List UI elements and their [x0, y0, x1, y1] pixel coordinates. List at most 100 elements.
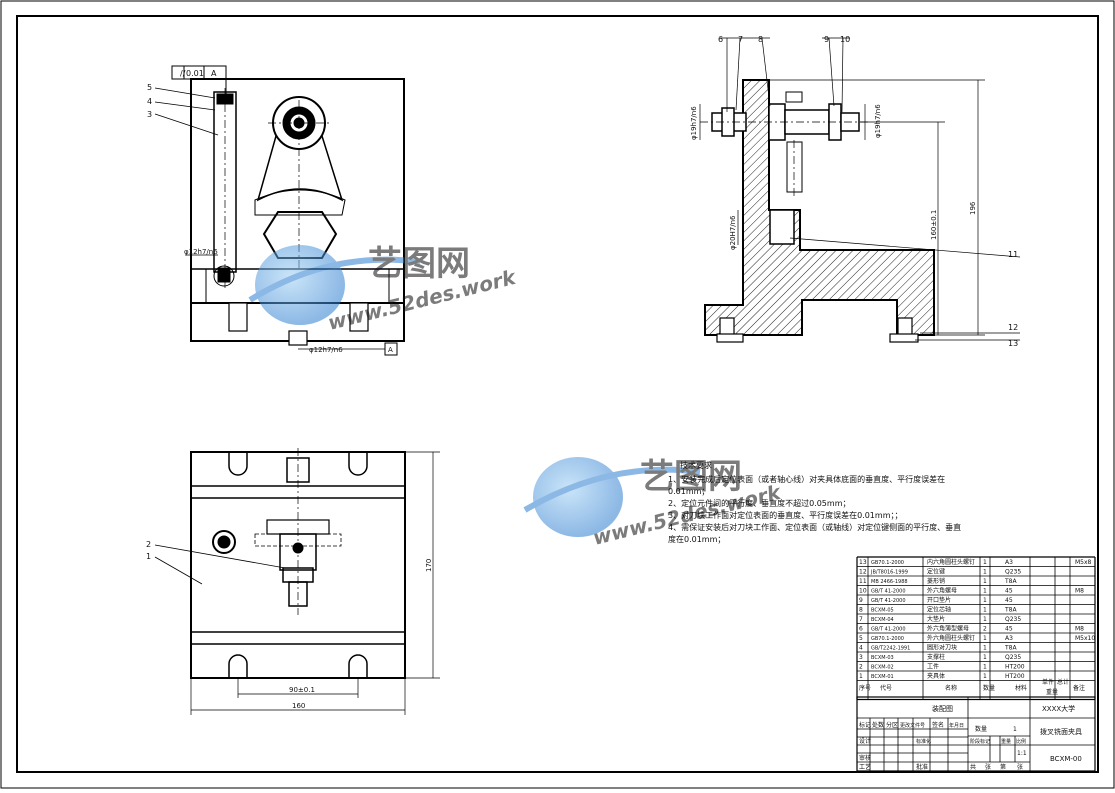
bom-cell-no: 8: [859, 607, 863, 614]
tb-process: 工艺: [859, 763, 871, 771]
title-block: [856, 696, 1096, 772]
tb-sheet: 张: [985, 763, 991, 771]
balloon-2: 2: [146, 540, 151, 549]
tech-item-3: 3、对刀块工作面对定位表面的垂直度、平行度误差在0.01mm；；: [668, 510, 903, 520]
balloon-5: 5: [147, 83, 152, 92]
tolerance-datum: A: [211, 69, 217, 78]
bom-cell-code: BCXM-03: [871, 655, 894, 661]
bom-cell-qty: 1: [983, 588, 987, 595]
bom-header-code: 代号: [880, 684, 892, 692]
bom-cell-note: M8: [1075, 588, 1084, 595]
bom-cell-material: T8A: [1004, 578, 1017, 585]
tb-total: 共: [970, 763, 976, 771]
dim-side-mid: φ20H7/n6: [729, 215, 737, 250]
bom-cell-code: BCXM-05: [871, 608, 894, 614]
bom-cell-name: 外六角薄型螺母: [927, 625, 969, 633]
bom-cell-material: Q235: [1005, 569, 1021, 576]
bom-cell-code: BCXM-01: [871, 674, 894, 680]
bom-cell-code: GB70.1-2000: [871, 636, 904, 642]
bom-cell-name: 外六角螺母: [927, 587, 957, 595]
balloon-12: 12: [1008, 323, 1018, 332]
bom-cell-material: T8A: [1004, 645, 1017, 652]
bom-cell-material: A3: [1005, 559, 1013, 566]
side-view-section: [699, 37, 1021, 343]
bom-cell-note: M8: [1075, 626, 1084, 633]
bom-header-total: 总计: [1057, 678, 1069, 686]
bom-cell-no: 7: [859, 616, 863, 623]
bom-cell-material: 45: [1005, 597, 1013, 604]
bom-header-qty: 数量: [983, 684, 995, 692]
tb-design: 设计: [859, 737, 871, 745]
bom-cell-qty: 1: [983, 607, 987, 614]
tb-change-doc: 更改文件号: [900, 722, 925, 729]
bom-cell-qty: 2: [983, 626, 987, 633]
tb-scale-label: 比例: [1016, 738, 1026, 745]
bom-cell-no: 12: [859, 569, 867, 576]
drawing-title: 拨叉铣面夹具: [1040, 727, 1082, 736]
balloon-3: 3: [147, 110, 152, 119]
bom-cell-material: T8A: [1004, 607, 1017, 614]
balloon-8: 8: [758, 35, 763, 44]
bom-cell-code: BCXM-04: [871, 617, 894, 623]
tech-item-4b: 度在0.01mm；: [668, 534, 725, 544]
dim-side-height-total: 196: [969, 201, 977, 215]
bom-cell-name: 开口垫片: [927, 596, 951, 604]
bom-cell-code: GB/T2242-1991: [871, 646, 910, 652]
dim-side-left-pin: φ19h7/n6: [690, 106, 698, 140]
tb-weight: 重量: [1001, 738, 1011, 745]
bom-cell-qty: 1: [983, 597, 987, 604]
balloon-6: 6: [718, 35, 723, 44]
school-name: XXXX大学: [1042, 704, 1075, 713]
tech-item-4: 4、需保证安装后对刀块工作面、定位表面（或轴线）对定位键侧面的平行度、垂直: [668, 522, 961, 532]
bom-cell-no: 3: [859, 654, 863, 661]
tb-date: 年月日: [949, 722, 964, 729]
bom-cell-qty: 1: [983, 569, 987, 576]
balloon-13: 13: [1008, 339, 1018, 348]
top-view: [154, 448, 440, 715]
bom-table: [856, 556, 1096, 701]
tech-title: 技术要求: [680, 460, 712, 470]
bom-cell-material: Q235: [1005, 654, 1021, 661]
dim-top-width: 160: [292, 702, 305, 710]
bom-header-no: 序号: [859, 684, 871, 692]
tb-signature: 签名: [932, 721, 944, 729]
tech-item-2: 2、定位元件间的平行度、垂直度不超过0.05mm；: [668, 498, 851, 508]
tb-count: 处数: [872, 721, 884, 729]
bom-cell-no: 4: [859, 645, 863, 652]
inner-border: [16, 15, 1099, 773]
watermark-1: 艺图网 www.52des.work: [248, 244, 519, 335]
bom-cell-material: A3: [1005, 635, 1013, 642]
bom-cell-name: 菱形销: [927, 577, 945, 585]
tb-qty-value: 1: [1013, 726, 1017, 733]
dim-side-right-pin: φ19h7/n6: [874, 104, 882, 138]
tech-item-1: 1、安装完成后定位表面（或者轴心线）对夹具体底面的垂直度、平行度误差在: [668, 474, 945, 484]
bom-cell-qty: 1: [983, 664, 987, 671]
bom-header-weight: 重量: [1046, 688, 1058, 696]
tb-approve: 批准: [916, 763, 928, 771]
watermark-brand: 艺图网: [368, 244, 470, 284]
datum-label: A: [388, 346, 393, 354]
tech-item-1b: 0.01mm；: [668, 487, 709, 496]
balloon-1: 1: [146, 552, 151, 561]
bom-cell-qty: 1: [983, 616, 987, 623]
bom-cell-material: 45: [1005, 626, 1013, 633]
tolerance-value: 0.01: [186, 69, 204, 78]
bom-cell-code: MB 2466-1988: [871, 579, 908, 585]
bom-cell-no: 9: [859, 597, 863, 604]
bom-cell-name: 外六角圆柱头螺钉: [927, 634, 975, 642]
tb-page: 第: [1000, 763, 1006, 771]
dim-side-height-small: 160±0.1: [930, 210, 938, 240]
bom-cell-material: Q235: [1005, 616, 1021, 623]
tech-requirements: 技术要求 1、安装完成后定位表面（或者轴心线）对夹具体底面的垂直度、平行度误差在…: [668, 460, 961, 544]
balloon-4: 4: [147, 97, 152, 106]
bom-cell-qty: 1: [983, 645, 987, 652]
drawing-number: BCXM-00: [1050, 755, 1082, 763]
bom-cell-no: 10: [859, 588, 867, 595]
tb-standardize: 标准化: [916, 738, 931, 745]
bom-cell-name: 支撑柱: [927, 653, 945, 661]
bom-cell-name: 圆形对刀块: [927, 644, 957, 652]
bom-header-note: 备注: [1073, 684, 1085, 692]
tb-stage-mark: 阶段标记: [970, 738, 990, 745]
